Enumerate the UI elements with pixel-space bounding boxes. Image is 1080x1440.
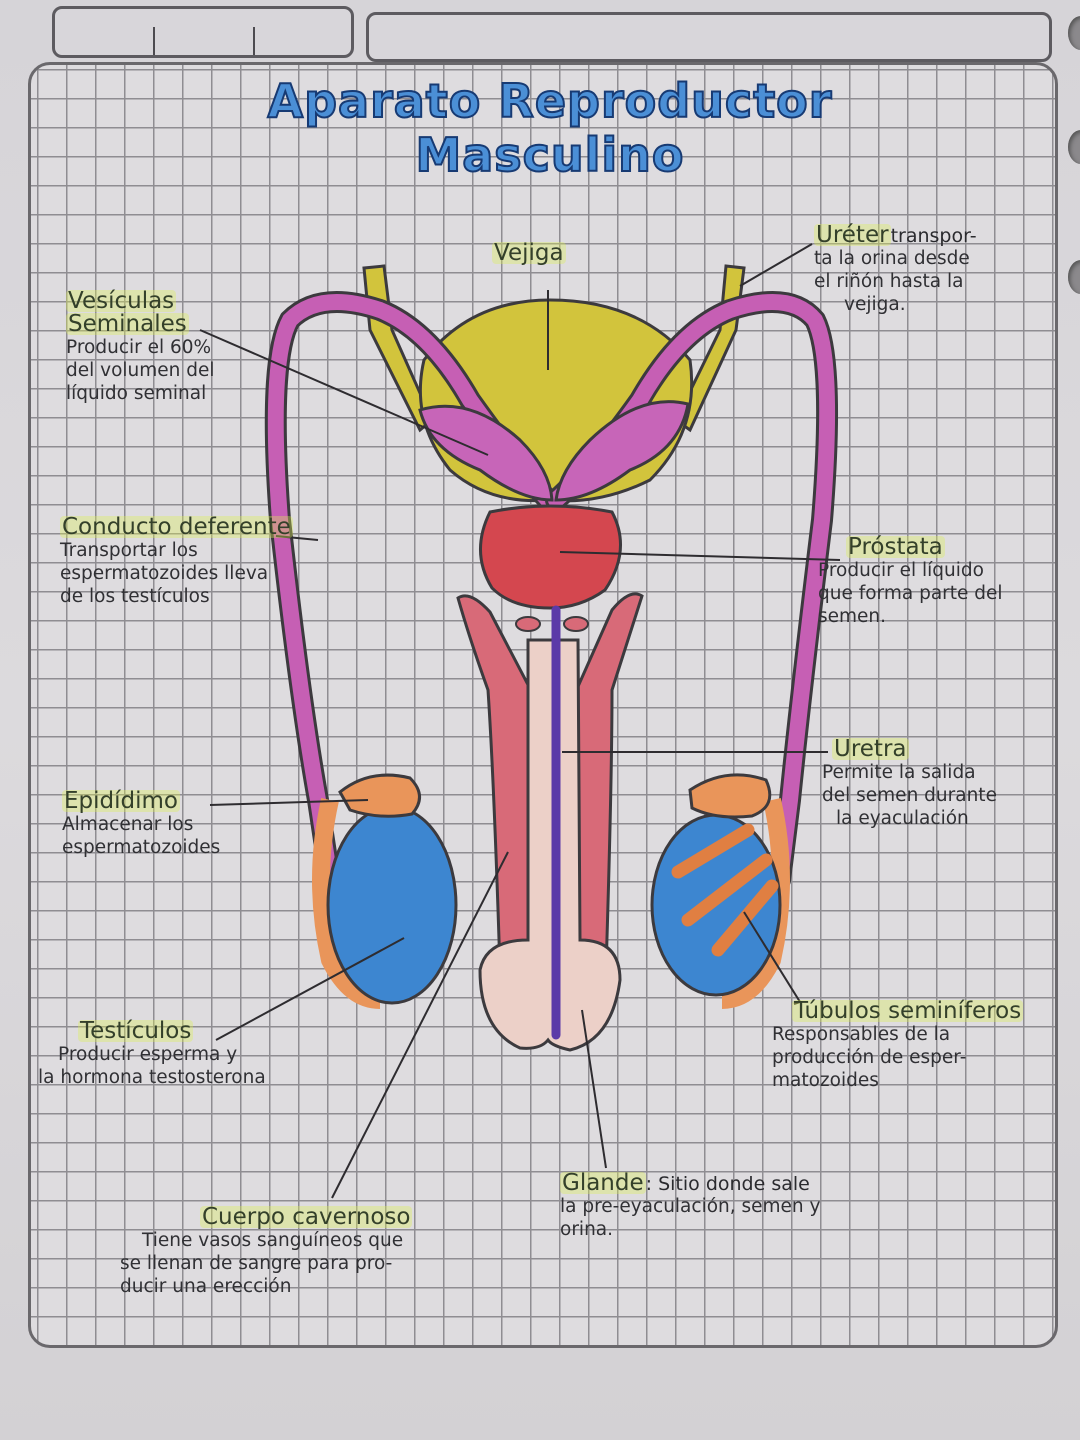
subject-box: [366, 12, 1052, 62]
label-vesiculas-name-1: Seminales: [66, 311, 189, 337]
label-tubulos-desc-1: producción de esper-: [772, 1047, 967, 1068]
label-epididimo-desc-0: Almacenar los: [62, 814, 194, 835]
label-conducto-desc-1: espermatozoides lleva: [60, 563, 269, 584]
label-ureter-name: Uréter: [814, 222, 891, 248]
label-glande-desc-2: orina.: [560, 1219, 614, 1240]
label-cuerpo-desc-1: se llenan de sangre para pro-: [120, 1253, 393, 1274]
label-uretra: Uretra Permite la salida del semen duran…: [822, 738, 997, 830]
label-glande-desc-0: : Sitio donde sale: [645, 1173, 810, 1195]
label-epididimo-desc-1: espermatozoides: [62, 837, 221, 858]
label-tubulos-name: Túbulos seminíferos: [792, 998, 1024, 1024]
label-prostata-desc-2: semen.: [818, 606, 887, 627]
corpus-cavernosum: [456, 592, 644, 972]
label-vesiculas: Vesículas Seminales Producir el 60% del …: [66, 290, 215, 405]
label-uretra-name: Uretra: [832, 736, 909, 762]
date-divider: [253, 27, 255, 55]
date-box: [52, 6, 354, 58]
label-conducto-desc-2: de los testículos: [60, 586, 210, 607]
label-prostata: Próstata Producir el líquido que forma p…: [818, 536, 1003, 628]
label-epididimo-name: Epidídimo: [62, 788, 180, 814]
binder-ring: [1068, 16, 1080, 50]
label-testiculos: Testículos Producir esperma y la hormona…: [38, 1020, 266, 1089]
label-ureter-desc-1: ta la orina desde: [814, 248, 970, 269]
label-tubulos-desc-0: Responsables de la: [772, 1024, 951, 1045]
left-testis-group: [312, 773, 458, 1009]
label-cuerpo: Cuerpo cavernoso Tiene vasos sanguíneos …: [120, 1204, 413, 1298]
label-uretra-desc-1: del semen durante: [822, 785, 997, 806]
label-tubulos-desc-2: matozoides: [772, 1070, 879, 1091]
label-ureter-desc-3: vejiga.: [844, 294, 906, 315]
binder-ring: [1068, 130, 1080, 164]
label-tubulos: Túbulos seminíferos Responsables de la p…: [772, 998, 1024, 1092]
label-prostata-desc-0: Producir el líquido: [818, 560, 984, 581]
leader-lines: [199, 243, 841, 1199]
label-testiculos-desc-1: la hormona testosterona: [38, 1067, 266, 1088]
label-conducto-desc-0: Transportar los: [60, 540, 198, 561]
label-prostata-name: Próstata: [846, 534, 945, 560]
label-cuerpo-name: Cuerpo cavernoso: [200, 1204, 413, 1230]
right-testis-group: [650, 773, 790, 1009]
label-vesiculas-name-0: Vesículas: [66, 288, 177, 314]
prostate-shape: [479, 504, 622, 610]
label-cuerpo-desc-2: ducir una erección: [120, 1276, 292, 1297]
label-conducto: Conducto deferente Transportar los esper…: [60, 516, 293, 608]
label-uretra-desc-2: la eyaculación: [836, 808, 969, 829]
label-glande-desc-1: la pre-eyaculación, semen y: [560, 1196, 821, 1217]
vas-deferens: [264, 291, 839, 891]
bulbourethral-glands: [515, 616, 589, 632]
label-prostata-desc-1: que forma parte del: [818, 583, 1003, 604]
label-uretra-desc-0: Permite la salida: [822, 762, 976, 783]
label-vesiculas-desc-1: del volumen del: [66, 360, 215, 381]
label-vejiga-name: Vejiga: [492, 240, 566, 266]
label-cuerpo-desc-0: Tiene vasos sanguíneos que: [142, 1230, 404, 1251]
label-ureter-desc-0: transpor-: [890, 225, 977, 247]
label-testiculos-name: Testículos: [78, 1018, 194, 1044]
label-conducto-name: Conducto deferente: [60, 514, 293, 540]
label-epididimo: Epidídimo Almacenar los espermatozoides: [62, 790, 220, 859]
label-testiculos-desc-0: Producir esperma y: [58, 1044, 238, 1065]
glans-shape: [478, 638, 622, 1052]
label-vesiculas-desc-2: líquido seminal: [66, 383, 207, 404]
label-glande: Glande: Sitio donde sale la pre-eyaculac…: [560, 1172, 821, 1241]
label-vejiga: Vejiga: [492, 242, 566, 265]
label-ureter-desc-2: el riñón hasta la: [814, 271, 964, 292]
label-glande-name: Glande: [560, 1170, 646, 1196]
page-title: Aparato Reproductor Masculino: [267, 73, 833, 183]
binder-ring: [1068, 260, 1080, 294]
date-divider: [153, 27, 155, 55]
label-vesiculas-desc-0: Producir el 60%: [66, 337, 212, 358]
